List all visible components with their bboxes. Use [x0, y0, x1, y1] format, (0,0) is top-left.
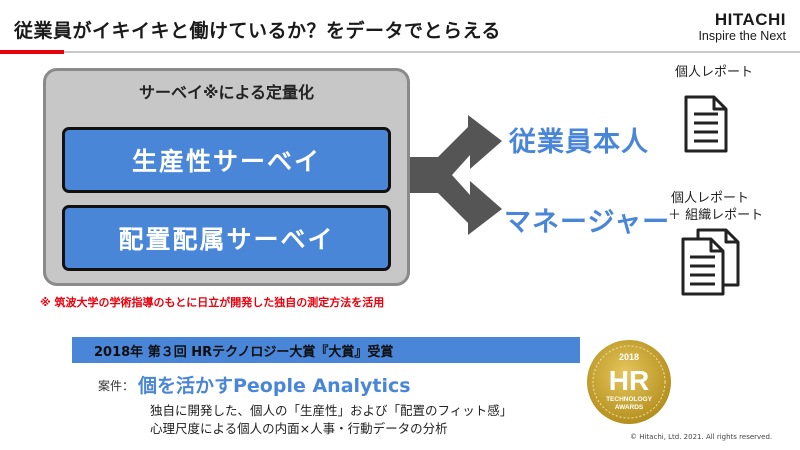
brand-name: HITACHI — [714, 10, 786, 29]
target-manager: マネージャー — [504, 207, 671, 238]
badge-year: 2018 — [619, 352, 639, 362]
badge-sub-2: AWARDS — [615, 404, 644, 411]
hitachi-logo: HITACHI Inspire the Next — [698, 10, 786, 43]
methodology-note: ※ 筑波大学の学術指導のもとに日立が開発した独自の測定方法を活用 — [40, 296, 385, 309]
survey-panel-title: サーベイ※による定量化 — [138, 83, 315, 102]
survey-panel: サーベイ※による定量化 生産性サーベイ 配置配属サーベイ — [43, 68, 410, 286]
case-description-2: 心理尺度による個人の内面×人事・行動データの分析 — [150, 421, 448, 436]
badge-sub-1: TECHNOLOGY — [606, 396, 653, 403]
copyright-notice: © Hitachi, Ltd. 2021. All rights reserve… — [630, 433, 773, 441]
manager-report-label-2: ＋ 組織レポート — [668, 208, 764, 223]
placement-survey-box: 配置配属サーベイ — [62, 205, 391, 271]
employee-report-label: 個人レポート — [675, 65, 754, 80]
case-title: 個を活かすPeople Analytics — [138, 375, 411, 397]
document-icon — [684, 95, 728, 153]
productivity-survey-box: 生産性サーベイ — [62, 127, 391, 193]
title-divider-rule — [64, 51, 800, 53]
award-badge-icon: 2018 HR TECHNOLOGY AWARDS — [587, 340, 671, 424]
award-banner: 2018年 第３回 HRテクノロジー大賞『大賞』受賞 — [72, 337, 580, 363]
case-label: 案件： — [98, 379, 135, 393]
documents-stack-icon — [681, 228, 740, 296]
manager-report-label-1: 個人レポート — [671, 191, 750, 206]
brand-tagline: Inspire the Next — [698, 29, 786, 43]
page-title: 従業員がイキイキと働けているか？をデータでとらえる — [14, 20, 501, 42]
case-description-1: 独自に開発した、個人の「生産性」および「配置のフィット感」 — [150, 403, 513, 418]
title-accent-rule — [0, 50, 64, 54]
target-employee: 従業員本人 — [509, 127, 649, 158]
split-arrow-icon — [410, 115, 502, 235]
badge-main: HR — [609, 365, 649, 396]
